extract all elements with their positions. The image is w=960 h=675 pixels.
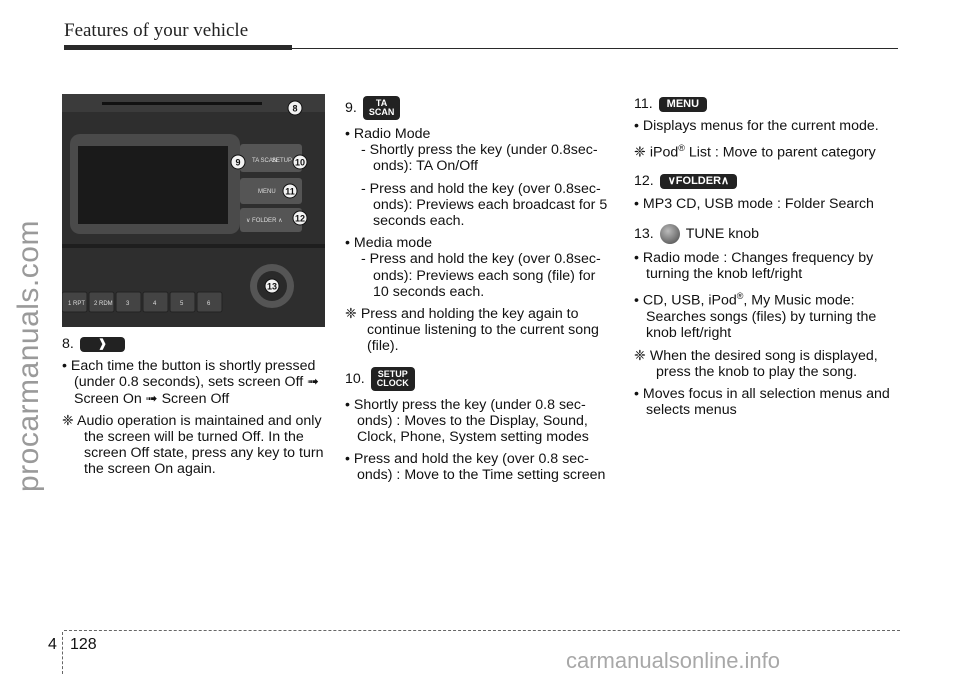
item-8-bullet: • Each time the button is shortly presse… [62,358,320,407]
footer-divider [62,632,63,674]
screen-off-key-icon: ❱ [79,336,126,352]
setup-clock-button-label: SETUP [272,158,292,164]
ta-scan-button-label: TA SCAN [252,158,277,164]
svg-text:1 RPT: 1 RPT [68,301,85,307]
svg-text:4: 4 [153,301,157,307]
watermark-bottom: carmanualsonline.info [566,648,781,673]
callout-10: 10 [295,158,305,168]
item-9-note: ❈ Press and holding the key again to con… [345,306,599,355]
media-mode-bullet: • Media mode [345,235,432,252]
column-3: 11. MENU • Displays menus for the curren… [634,96,900,418]
item-11-heading: 11. MENU [634,96,900,112]
header-rule [292,48,898,49]
item-8-heading: 8. ❱ [62,336,324,352]
item-13-bullet-2: • CD, USB, iPod®, My Music mode: Searche… [634,291,877,342]
item-8-note: ❈ Audio operation is maintained and only… [62,412,324,478]
callout-11: 11 [285,187,295,197]
item-13-bullet-3: • Moves focus in all selection menus and… [634,385,890,419]
footer-rule [64,630,900,631]
page-header-title: Features of your vehicle [64,20,249,41]
callout-13: 13 [267,282,277,292]
item-11-note: ❈ iPod® List : Move to parent category [634,143,876,162]
page-number: 128 [70,636,97,653]
radio-mode-sub-2: - Press and hold the key (over 0.8sec-on… [361,180,608,230]
callout-12: 12 [295,214,305,224]
item-12-bullet: • MP3 CD, USB mode : Folder Search [634,195,874,212]
folder-key-icon: ∨FOLDER∧ [659,173,738,189]
callout-8: 8 [292,104,297,114]
radio-photo: TA SCAN SETUP MENU ∨ FOLDER ∧ 1 RPT 2 RDM… [62,94,325,327]
header-bar [64,45,292,50]
item-11-bullet: • Displays menus for the current mode. [634,118,879,135]
item-10-bullet-1: • Shortly press the key (under 0.8 sec-o… [345,396,589,446]
column-1: 8. ❱ • Each time the button is shortly p… [62,336,324,478]
item-10-bullet-2: • Press and hold the key (over 0.8 sec-o… [345,451,606,484]
menu-key-icon: MENU [658,96,708,112]
tune-knob-icon [659,223,680,244]
radio-mode-bullet: • Radio Mode [345,126,431,142]
item-13-note: ❈ When the desired song is displayed, pr… [634,347,878,380]
chapter-number: 4 [48,636,57,653]
folder-button-label: ∨ FOLDER ∧ [246,218,282,224]
media-mode-sub-1: - Press and hold the key (over 0.8sec-on… [361,251,601,300]
radio-mode-sub-1: - Shortly press the key (under 0.8sec-on… [361,142,598,175]
svg-text:5: 5 [180,301,184,307]
svg-text:3: 3 [126,301,130,307]
item-13-heading: 13. TUNE knob [634,223,900,244]
svg-text:2 RDM: 2 RDM [94,301,113,307]
menu-button-label: MENU [258,189,276,195]
watermark-left: procarmanuals.com [12,220,45,492]
preset-buttons: 1 RPT 2 RDM 3 4 5 6 [68,301,211,307]
svg-text:6: 6 [207,301,211,307]
item-13-bullet-1: • Radio mode : Changes frequency by turn… [634,249,874,282]
callout-9: 9 [235,158,240,168]
item-12-heading: 12. ∨FOLDER∧ [634,173,900,189]
